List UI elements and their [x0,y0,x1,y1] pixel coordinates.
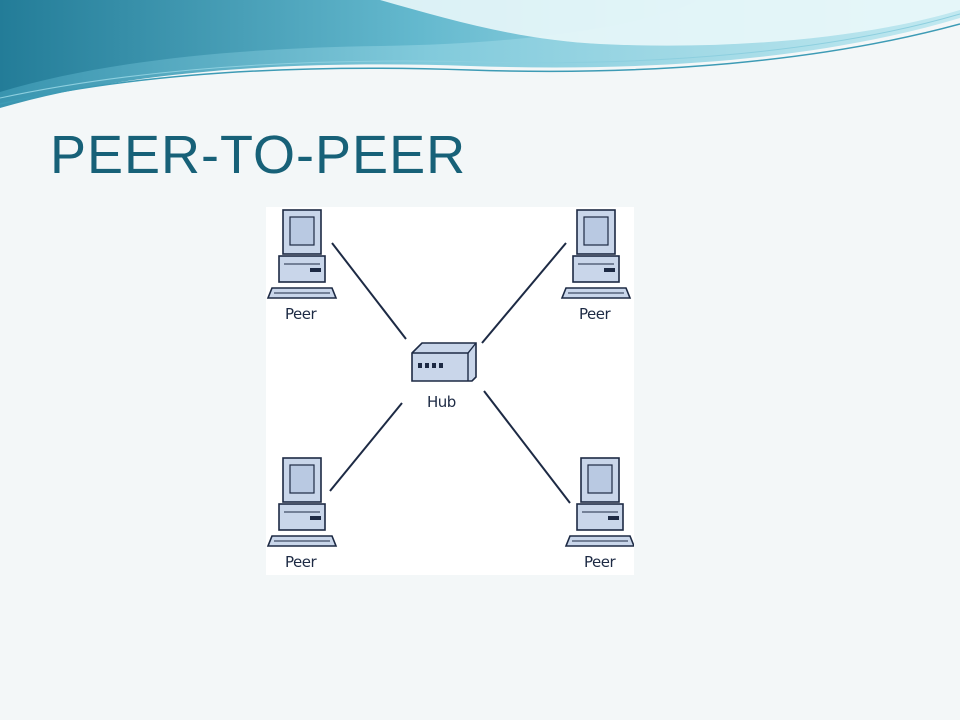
network-diagram: Peer Peer Hub Peer Peer [266,207,634,575]
network-diagram-canvas [267,209,634,547]
peer-label-bottom-right: Peer [584,553,616,571]
desktop-computer-icon [565,457,634,547]
peer-label-top-right: Peer [579,305,611,323]
peer-label-top-left: Peer [285,305,317,323]
link-top-left [331,242,407,340]
link-bottom-right [483,390,571,504]
desktop-computer-icon [561,209,631,299]
peer-label-bottom-left: Peer [285,553,317,571]
link-bottom-left [329,402,403,492]
slide-title: PEER-TO-PEER [50,125,467,185]
network-hub-icon [411,342,477,382]
link-top-right [481,242,567,344]
desktop-computer-icon [267,209,337,299]
desktop-computer-icon [267,457,337,547]
hub-label: Hub [427,393,456,411]
header-wave-decoration [0,0,960,108]
